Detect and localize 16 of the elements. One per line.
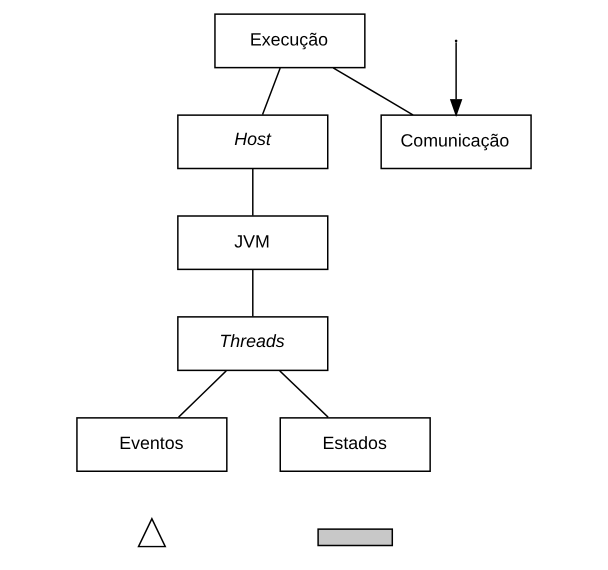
node-bar — [317, 528, 394, 546]
connector — [262, 68, 281, 115]
connector — [279, 370, 329, 418]
node-box: Threads — [177, 316, 328, 372]
arrow — [450, 42, 462, 117]
node-box: Estados — [280, 417, 431, 472]
connector — [178, 370, 227, 418]
node-triangle — [137, 517, 166, 548]
node-box: JVM — [177, 215, 328, 270]
connector — [252, 270, 254, 316]
node-box: Eventos — [76, 417, 228, 472]
node-box: Comunicação — [380, 114, 532, 170]
node-box: Execução — [214, 13, 366, 68]
connector — [252, 169, 254, 216]
connector — [332, 67, 414, 116]
node-box: Host — [177, 114, 328, 170]
